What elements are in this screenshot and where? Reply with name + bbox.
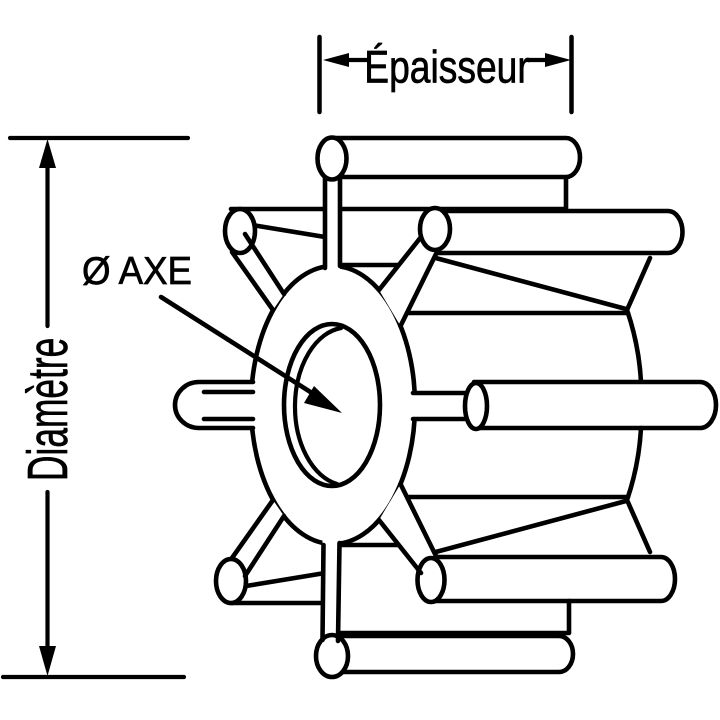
- svg-text:Ø AXE: Ø AXE: [82, 250, 192, 293]
- svg-text:Épaisseur: Épaisseur: [364, 41, 530, 92]
- svg-text:Diamètre: Diamètre: [17, 338, 81, 481]
